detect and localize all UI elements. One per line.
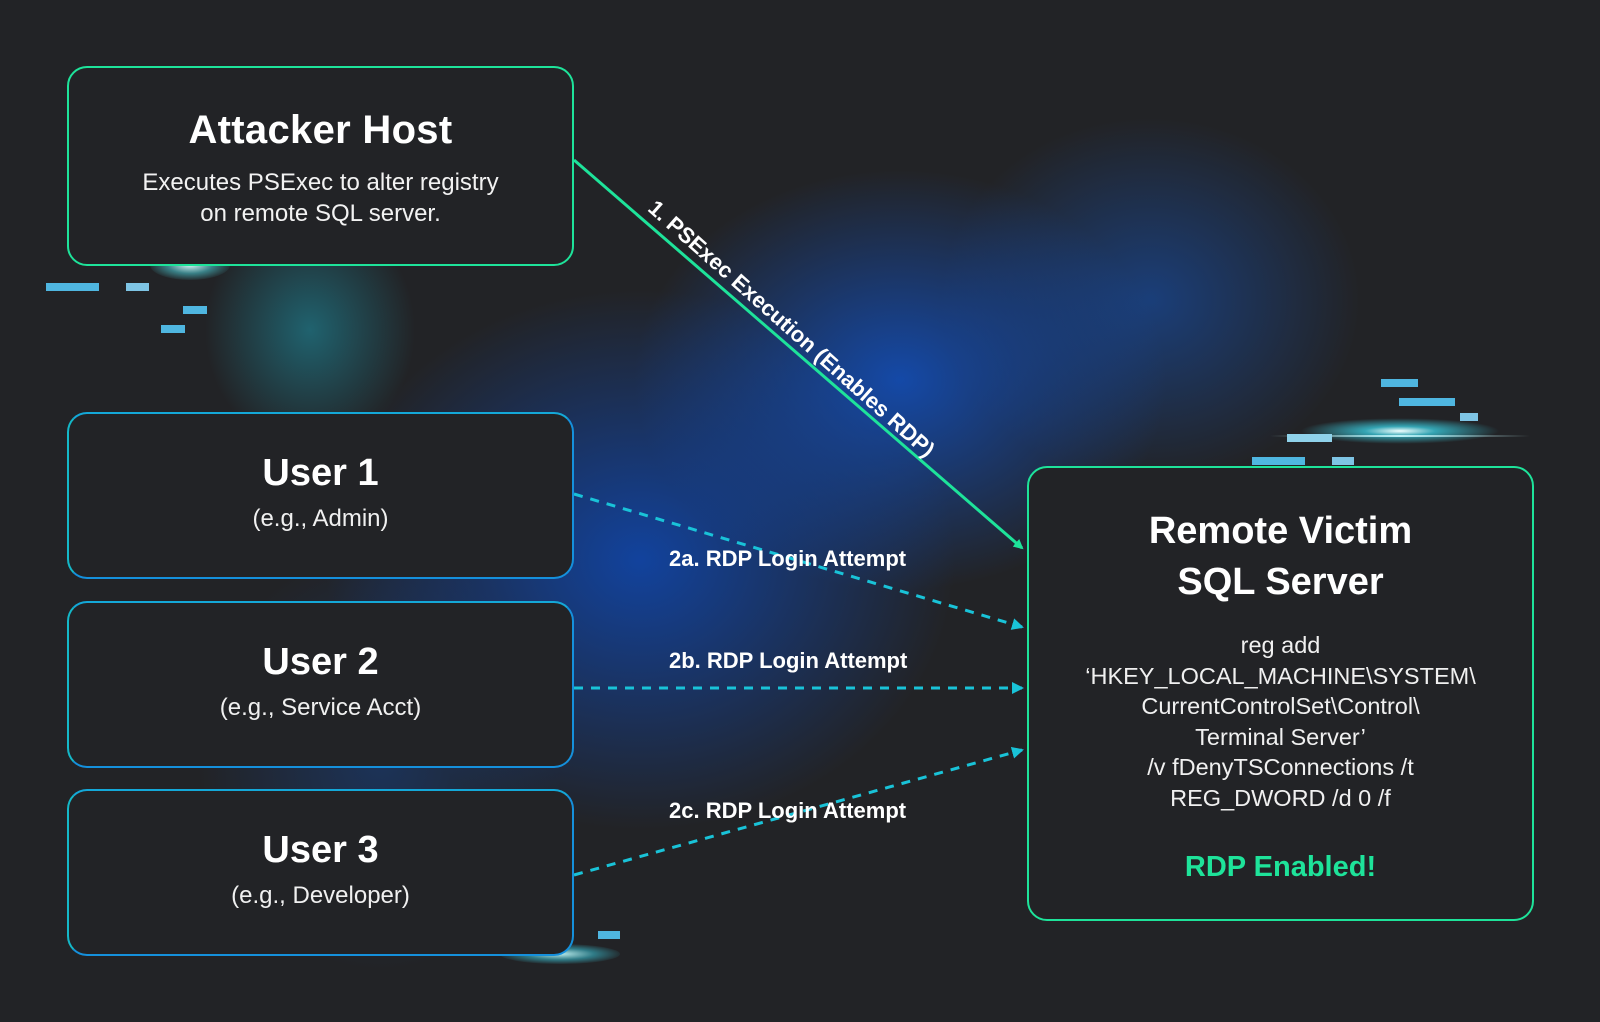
pixel-dash bbox=[598, 931, 620, 939]
node-subtitle: (e.g., Admin) bbox=[252, 505, 389, 532]
registry-command: reg add ‘HKEY_LOCAL_MACHINE\SYSTEM\ Curr… bbox=[1029, 630, 1532, 813]
description-line: on remote SQL server. bbox=[200, 200, 441, 227]
title-line: SQL Server bbox=[1177, 561, 1384, 603]
command-line: reg add bbox=[1240, 632, 1321, 658]
command-line: /v fDenyTSConnections /t bbox=[1147, 754, 1414, 780]
node-title: User 1 bbox=[262, 452, 379, 494]
pixel-dash bbox=[161, 325, 185, 333]
command-line: REG_DWORD /d 0 /f bbox=[1170, 784, 1391, 811]
pixel-dash bbox=[46, 283, 99, 291]
node-description: Executes PSExec to alter registry on rem… bbox=[69, 167, 572, 229]
pixel-dash bbox=[1381, 379, 1418, 387]
pixel-dash bbox=[1252, 457, 1305, 465]
title-line: Remote Victim bbox=[1148, 510, 1413, 552]
command-line: CurrentControlSet\Control\ bbox=[1141, 693, 1420, 719]
node-title: User 2 bbox=[262, 641, 379, 683]
node-subtitle: (e.g., Service Acct) bbox=[219, 694, 422, 721]
node-user-1: User 1 (e.g., Admin) bbox=[67, 412, 574, 579]
description-line: Executes PSExec to alter registry bbox=[142, 169, 499, 196]
node-remote-victim: Remote Victim SQL Server reg add ‘HKEY_L… bbox=[1027, 466, 1534, 921]
node-subtitle: (e.g., Developer) bbox=[231, 882, 410, 909]
pixel-dash bbox=[1460, 413, 1478, 421]
command-line: ‘HKEY_LOCAL_MACHINE\SYSTEM\ bbox=[1085, 662, 1476, 689]
status-text: RDP Enabled! bbox=[1184, 851, 1377, 883]
node-title: Remote Victim SQL Server bbox=[1029, 506, 1532, 608]
node-user-3: User 3 (e.g., Developer) bbox=[67, 789, 574, 956]
node-title: Attacker Host bbox=[188, 108, 453, 152]
edge-1-label: 1. PSExec Execution (Enables RDP) bbox=[643, 195, 940, 463]
pixel-dash bbox=[1399, 398, 1455, 406]
pixel-dash bbox=[1287, 434, 1332, 442]
edge-2c-label: 2c. RDP Login Attempt bbox=[669, 798, 907, 823]
edge-2b-label: 2b. RDP Login Attempt bbox=[669, 648, 908, 673]
command-line: Terminal Server’ bbox=[1195, 723, 1366, 750]
edge-2a-label: 2a. RDP Login Attempt bbox=[669, 546, 907, 571]
pixel-dash bbox=[126, 283, 149, 291]
pixel-dash bbox=[183, 306, 207, 314]
edge-1-line bbox=[573, 158, 1024, 550]
pixel-dash bbox=[1332, 457, 1354, 465]
node-attacker-host: Attacker Host Executes PSExec to alter r… bbox=[67, 66, 574, 266]
node-user-2: User 2 (e.g., Service Acct) bbox=[67, 601, 574, 768]
node-title: User 3 bbox=[262, 829, 379, 871]
